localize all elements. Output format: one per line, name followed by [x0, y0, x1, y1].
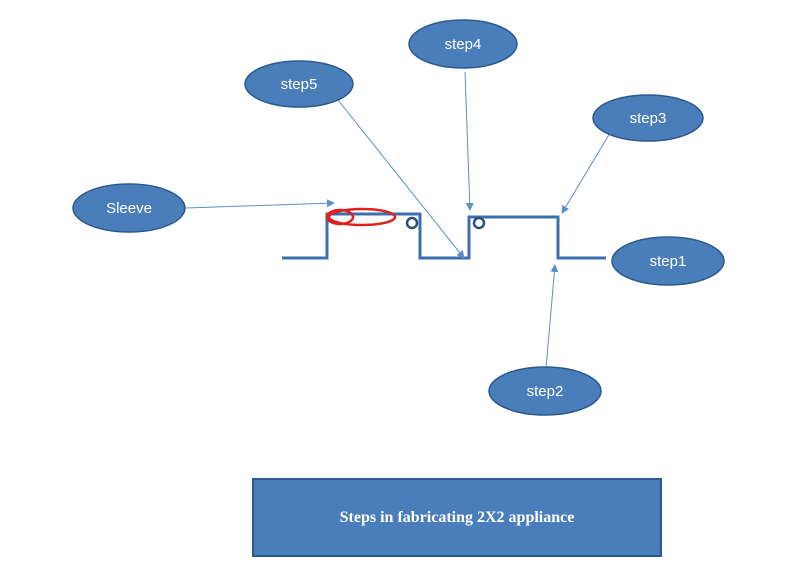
sleeve-oval-small: [325, 208, 355, 226]
arrow-step5: [337, 99, 465, 259]
oval-step5: step5: [244, 60, 354, 108]
oval-step4: step4: [408, 19, 518, 69]
arrow-step4: [464, 71, 474, 211]
oval-step3-label: step3: [630, 110, 667, 127]
oval-sleeve: Sleeve: [72, 183, 186, 233]
oval-sleeve-label: Sleeve: [106, 200, 152, 217]
caption-box: Steps in fabricating 2X2 appliance: [252, 478, 662, 557]
arrow-step2: [545, 264, 559, 369]
oval-step1-label: step1: [650, 253, 687, 270]
oval-step2: step2: [488, 366, 602, 416]
loop-right: [472, 216, 486, 230]
loop-left: [405, 216, 419, 230]
arrow-step3: [561, 132, 611, 214]
oval-step2-label: step2: [527, 383, 564, 400]
oval-step5-label: step5: [281, 76, 318, 93]
wire-profile: [282, 212, 606, 260]
oval-step4-label: step4: [445, 36, 482, 53]
oval-step3: step3: [592, 94, 704, 142]
caption-text: Steps in fabricating 2X2 appliance: [339, 508, 575, 526]
arrow-sleeve: [185, 199, 335, 209]
oval-step1: step1: [611, 236, 725, 286]
sleeve-oval-large: [327, 207, 397, 227]
